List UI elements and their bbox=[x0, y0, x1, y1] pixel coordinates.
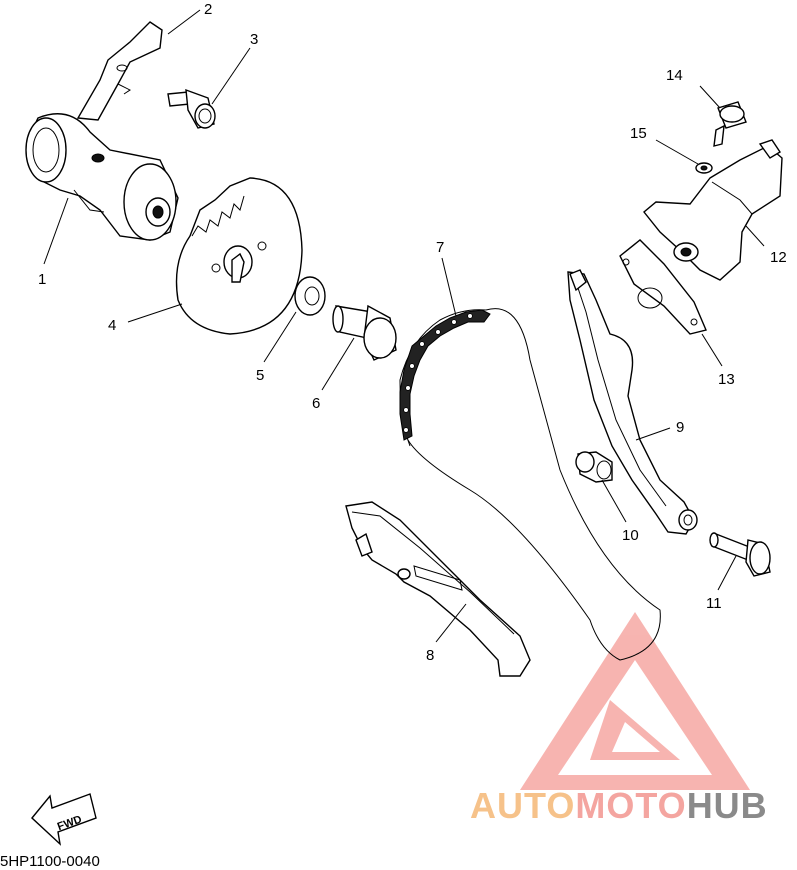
watermark-part-moto: MOTO bbox=[575, 785, 686, 826]
sprocket-bolt bbox=[332, 304, 397, 361]
callout-5: 5 bbox=[256, 367, 264, 384]
callout-9: 9 bbox=[676, 419, 684, 436]
cam-sprocket bbox=[175, 177, 303, 335]
chain-tensioner bbox=[643, 139, 783, 281]
timing-chain bbox=[399, 308, 661, 661]
callout-10: 10 bbox=[622, 527, 639, 544]
cam-stopper-plate bbox=[76, 21, 163, 121]
chain-guide bbox=[345, 501, 531, 677]
washer bbox=[294, 276, 326, 316]
camshaft bbox=[25, 113, 179, 241]
callout-6: 6 bbox=[312, 395, 320, 412]
cam-bolt bbox=[167, 88, 216, 129]
tensioner-bolt bbox=[713, 101, 747, 147]
tensioner-guide bbox=[567, 269, 698, 535]
callout-2: 2 bbox=[204, 1, 212, 18]
watermark-text: AUTOMOTOHUB bbox=[470, 785, 768, 826]
callout-7: 7 bbox=[436, 239, 444, 256]
callout-3: 3 bbox=[250, 31, 258, 48]
watermark-logo bbox=[520, 612, 750, 790]
callout-1: 1 bbox=[38, 271, 46, 288]
callout-8: 8 bbox=[426, 647, 434, 664]
callout-13: 13 bbox=[718, 371, 735, 388]
callout-15: 15 bbox=[630, 125, 647, 142]
guide-bolt bbox=[709, 532, 771, 577]
tensioner-gasket bbox=[619, 239, 707, 335]
watermark-part-auto: AUTO bbox=[470, 785, 575, 826]
tensioner-washer bbox=[695, 162, 713, 174]
callout-12: 12 bbox=[770, 249, 787, 266]
callout-labels: 1 2 3 4 5 6 7 8 9 10 11 12 13 14 15 bbox=[38, 1, 787, 664]
fwd-arrow-icon: FWD bbox=[31, 793, 97, 846]
callout-14: 14 bbox=[666, 67, 683, 84]
callout-11: 11 bbox=[706, 595, 722, 612]
leader-lines bbox=[43, 9, 765, 643]
callout-4: 4 bbox=[108, 317, 116, 334]
watermark-part-hub: HUB bbox=[687, 785, 768, 826]
diagram-code: 5HP1100-0040 bbox=[0, 853, 100, 870]
guide-collar bbox=[575, 451, 613, 483]
